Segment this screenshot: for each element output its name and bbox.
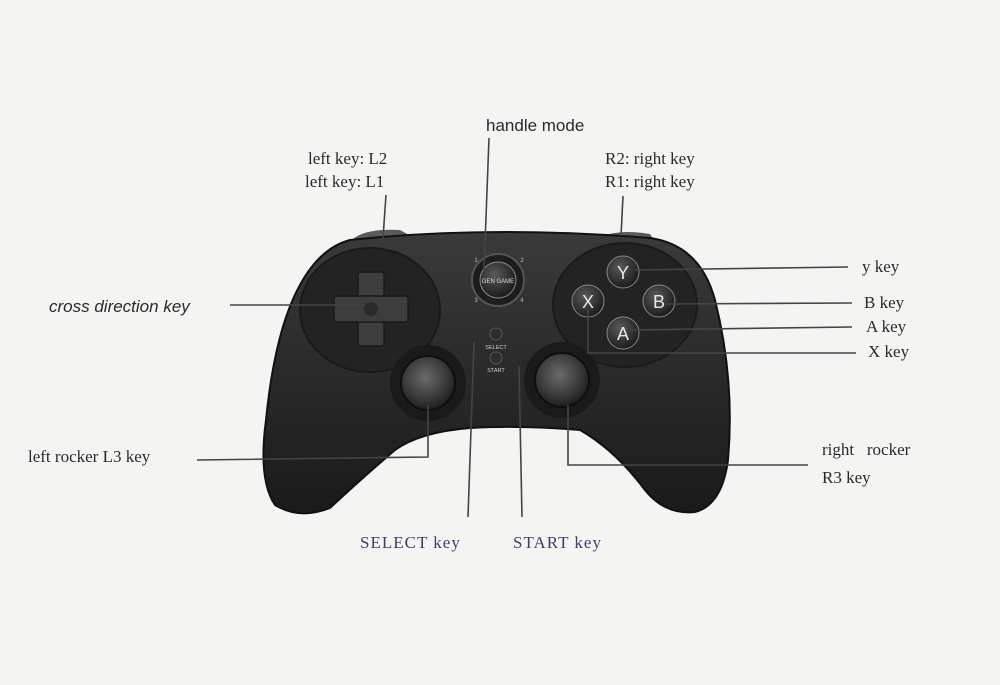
a-button-glyph: A <box>617 324 629 344</box>
label-right-rocker-line2: R3 key <box>822 468 871 487</box>
label-a-key: A key <box>866 317 907 336</box>
label-x-key: X key <box>868 342 910 361</box>
leader-lines <box>196 137 856 518</box>
handle-mode-button: GEN GAME 1 2 3 4 <box>471 253 525 307</box>
a-button: A <box>606 316 640 350</box>
right-rocker-stick <box>524 342 600 418</box>
leader-handle-mode <box>483 137 490 271</box>
select-button-text: SELECT <box>485 345 507 351</box>
b-button: B <box>642 284 676 318</box>
leader-a-key <box>629 326 853 331</box>
select-button-graphic: SELECT <box>485 327 507 351</box>
label-left-key-l2: left key: L2 <box>308 149 388 168</box>
center-logo-text: GEN GAME <box>482 279 514 285</box>
label-y-key: y key <box>862 257 900 276</box>
mode-led-3: 3 <box>474 298 478 304</box>
leader-right-shoulder <box>620 195 624 237</box>
y-button: Y <box>606 255 640 289</box>
mode-led-4: 4 <box>520 298 524 304</box>
start-button-text: START <box>487 368 505 374</box>
leader-x-key <box>587 310 856 354</box>
label-b-key: B key <box>864 293 905 312</box>
leader-right-rocker <box>567 405 808 466</box>
label-r1-right-key: R1: right key <box>605 172 695 191</box>
mode-led-2: 2 <box>520 258 524 264</box>
leader-left-shoulder <box>382 194 387 239</box>
leader-select <box>467 341 475 518</box>
label-start-key: START key <box>513 533 602 552</box>
x-button: X <box>571 284 605 318</box>
start-button-graphic: START <box>487 351 505 374</box>
b-button-glyph: B <box>653 292 665 312</box>
label-handle-mode: handle mode <box>486 116 585 135</box>
mode-led-1: 1 <box>474 258 478 264</box>
y-button-glyph: Y <box>617 263 629 283</box>
label-select-key: SELECT key <box>360 533 461 552</box>
leader-start <box>518 365 523 518</box>
label-left-key-l1: left key: L1 <box>305 172 385 191</box>
right-grip-panel <box>552 242 698 368</box>
x-button-glyph: X <box>582 292 594 312</box>
label-right-rocker-line1: right rocker <box>822 440 911 459</box>
label-r2-right-key: R2: right key <box>605 149 695 168</box>
label-cross-direction-key: cross direction key <box>49 297 190 316</box>
leader-b-key <box>664 302 853 305</box>
leader-y-key <box>634 266 849 271</box>
leader-left-rocker <box>196 405 429 461</box>
label-left-rocker: left rocker L3 key <box>28 447 151 466</box>
cross-direction-pad <box>333 271 409 347</box>
